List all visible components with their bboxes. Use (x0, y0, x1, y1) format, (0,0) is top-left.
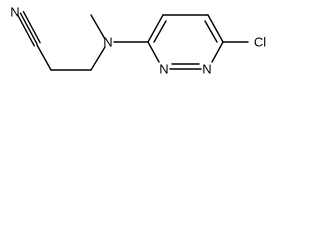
bond-amine-methyl (90, 14, 106, 40)
pyridazine-ring (147, 14, 224, 70)
bond-cn-ch2 (36, 44, 52, 71)
atom-ring-nitrogen-2: N (159, 62, 168, 77)
atom-chlorine: Cl (254, 35, 266, 50)
atom-nitrile-nitrogen: N (10, 5, 19, 20)
atom-amine-nitrogen: N (103, 35, 112, 50)
atom-ring-nitrogen-1: N (202, 62, 211, 77)
bond-ch2-amine (90, 46, 106, 71)
chemical-structure: N N N N Cl (10, 5, 266, 77)
nitrile-triple-bond (16, 10, 41, 47)
